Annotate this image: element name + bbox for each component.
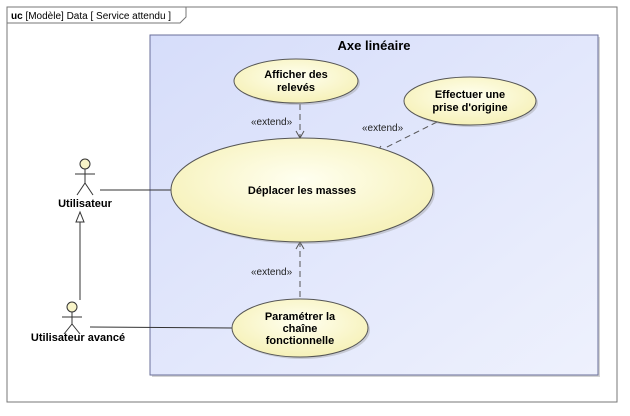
svg-text:Effectuer une: Effectuer une xyxy=(435,89,505,101)
svg-text:Déplacer les masses: Déplacer les masses xyxy=(248,185,356,197)
actor-label: Utilisateur xyxy=(58,198,113,210)
use-case-effectuer-prise-origine[interactable]: Effectuer une prise d'origine xyxy=(403,76,538,127)
generalization-arrow-icon xyxy=(75,210,85,223)
frame-tab xyxy=(7,7,187,24)
frame-title: uc [Modèle] Data [ Service attendu ] xyxy=(11,11,171,22)
svg-text:Afficher des: Afficher des xyxy=(264,69,328,81)
association-line[interactable] xyxy=(89,326,234,329)
use-case-afficher-releves[interactable]: Afficher des relevés xyxy=(233,58,360,105)
system-title: Axe linéaire xyxy=(338,38,411,53)
actor-utilisateur-icon[interactable] xyxy=(75,158,95,196)
use-case-parametrer-chaine[interactable]: Paramétrer la chaîne fonctionnelle xyxy=(231,298,370,359)
extend-label: «extend» xyxy=(362,123,404,134)
use-case-deplacer-masses[interactable]: Déplacer les masses xyxy=(170,137,435,244)
extend-label: «extend» xyxy=(251,117,293,128)
extend-label: «extend» xyxy=(251,267,293,278)
svg-text:relevés: relevés xyxy=(277,82,315,94)
svg-text:fonctionnelle: fonctionnelle xyxy=(266,335,334,347)
actor-utilisateur-avance-icon[interactable] xyxy=(62,301,82,335)
actor-label: Utilisateur avancé xyxy=(31,332,125,344)
svg-text:chaîne: chaîne xyxy=(283,323,318,335)
svg-text:prise d'origine: prise d'origine xyxy=(432,102,507,114)
svg-text:Paramétrer la: Paramétrer la xyxy=(265,311,336,323)
